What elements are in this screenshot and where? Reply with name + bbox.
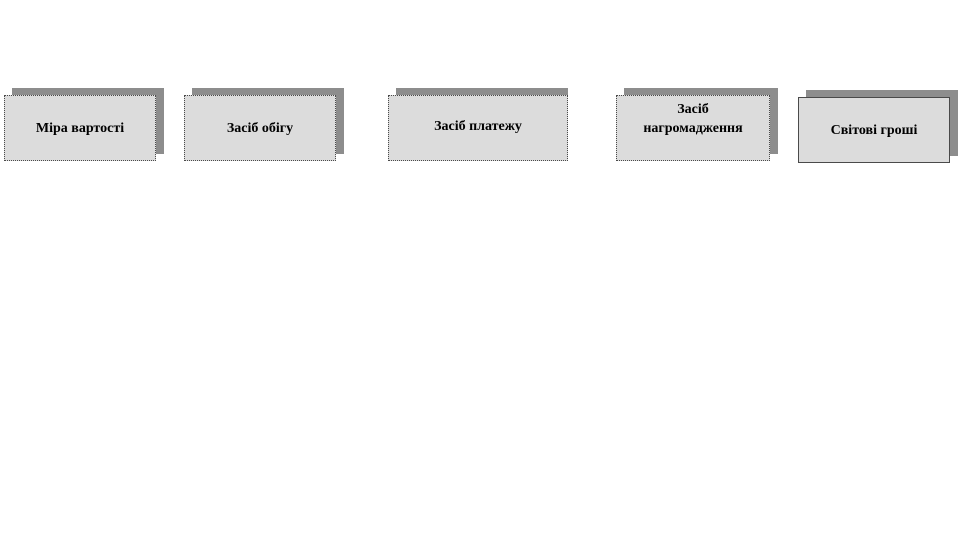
money-function-card-store-of-value: Засіб нагромадження [616,88,778,161]
money-function-card-means-of-payment: Засіб платежу [388,88,568,161]
money-function-card-measure-of-value: Міра вартості [4,88,164,161]
card-label: Засіб платежу [388,95,568,161]
card-label: Засіб обігу [184,95,336,161]
money-function-card-medium-of-circulation: Засіб обігу [184,88,344,161]
money-function-card-world-money: Світові гроші [798,90,958,163]
card-label: Засіб нагромадження [616,95,770,161]
card-label: Світові гроші [798,97,950,163]
card-label: Міра вартості [4,95,156,161]
